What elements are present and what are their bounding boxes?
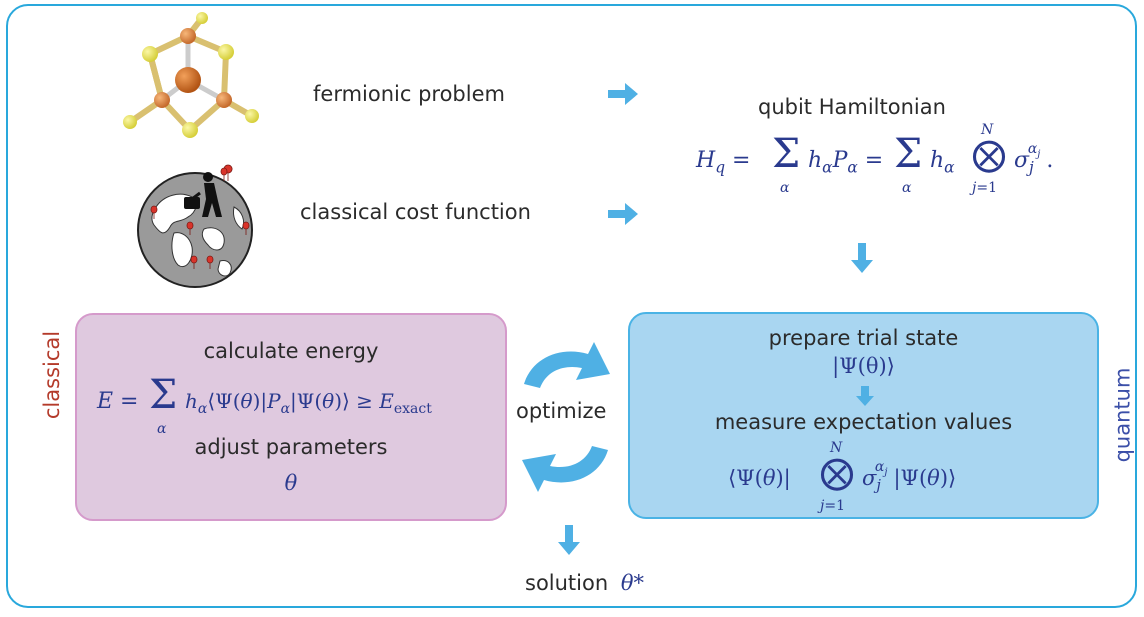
cycle-arrows-icon — [522, 342, 610, 492]
globe-traveller-icon — [137, 164, 253, 288]
calculate-energy-label: calculate energy — [203, 339, 379, 363]
measure-expectation-values-label: measure expectation values — [714, 410, 1013, 434]
arrow-down-icon — [558, 525, 580, 555]
arrow-right-icon — [608, 203, 638, 225]
trial-state: |Ψ(θ)⟩ — [832, 354, 895, 378]
arrow-down-icon — [856, 386, 874, 406]
classical-cost-function-label: classical cost function — [300, 200, 531, 224]
classical-side-label: classical — [40, 330, 65, 420]
adjust-parameters-label: adjust parameters — [194, 435, 388, 459]
arrow-down-icon — [851, 243, 873, 273]
theta-parameter: θ — [284, 471, 298, 495]
classical-box: calculate energy E = Σ α hα⟨Ψ(θ)|Pα|Ψ(θ)… — [75, 313, 507, 521]
expectation-formula: ⟨Ψ(θ)| N ⨂ j=1 σjαj|Ψ(θ)⟩ — [728, 440, 957, 514]
quantum-box: prepare trial state |Ψ(θ)⟩ measure expec… — [628, 312, 1099, 519]
molecule-icon — [123, 12, 259, 138]
optimize-label: optimize — [516, 399, 607, 423]
solution-text: solution — [525, 571, 609, 595]
fermionic-problem-label: fermionic problem — [313, 82, 505, 106]
solution-theta-star: θ* — [620, 571, 645, 595]
quantum-side-label: quantum — [1110, 367, 1135, 463]
diagram-frame — [6, 4, 1137, 608]
energy-formula: E = Σ α hα⟨Ψ(θ)|Pα|Ψ(θ)⟩ ≥ Eexact — [97, 372, 432, 437]
solution-label: solution θ* — [525, 571, 644, 595]
qubit-hamiltonian-title: qubit Hamiltonian — [758, 95, 946, 119]
arrow-right-icon — [608, 83, 638, 105]
prepare-trial-state-label: prepare trial state — [768, 326, 959, 350]
hamiltonian-formula: Hq = Σ α hαPα = Σ α hα N ⨂ j=1 σjαj. — [696, 122, 1054, 196]
